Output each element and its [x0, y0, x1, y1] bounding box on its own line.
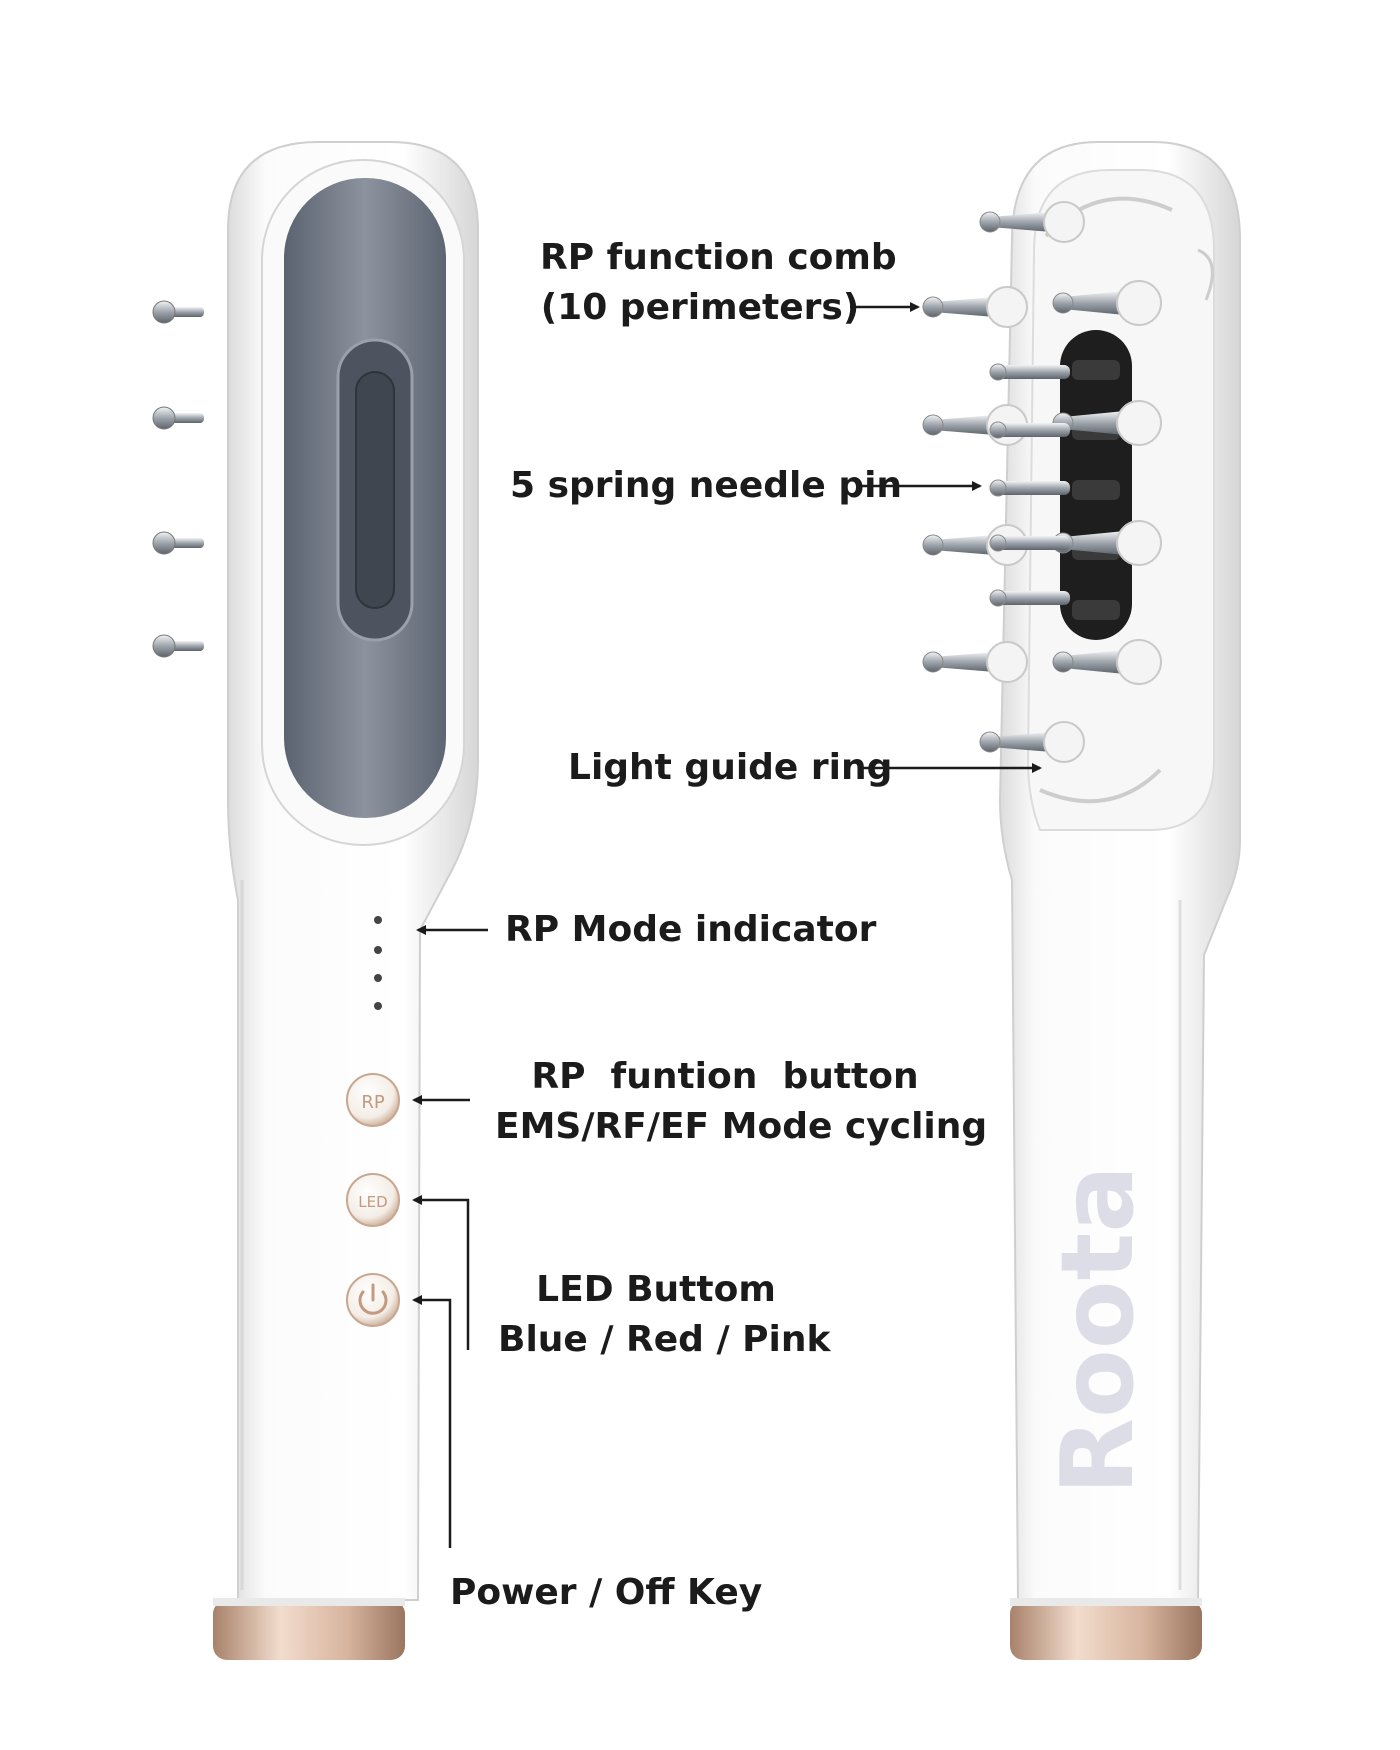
label-rp-comb-line2: (10 perimeters): [540, 287, 860, 328]
callout-arrows: [412, 302, 1042, 1548]
label-led-button-line1: LED Buttom: [536, 1269, 776, 1310]
label-led-button-line2: Blue / Red / Pink: [498, 1319, 831, 1360]
label-mode-indicator: RP Mode indicator: [505, 905, 876, 955]
label-mode-indicator-text: RP Mode indicator: [505, 909, 877, 950]
label-led-button: LED Buttom Blue / Red / Pink: [498, 1265, 831, 1365]
rp-button-mark: RP: [361, 1092, 385, 1113]
label-power-key-text: Power / Off Key: [450, 1572, 763, 1613]
label-rp-comb: RP function comb (10 perimeters): [540, 233, 897, 333]
power-button[interactable]: [346, 1273, 400, 1327]
label-spring-pin: 5 spring needle pin: [510, 461, 902, 511]
label-rp-button-line1: RP funtion button: [531, 1056, 919, 1097]
label-rp-button: RP funtion button EMS/RF/EF Mode cycling: [495, 1052, 988, 1152]
arrow-led-button: [412, 1195, 470, 1350]
back-base: [1010, 1600, 1202, 1660]
rp-button[interactable]: RP: [346, 1073, 400, 1127]
label-spring-pin-text: 5 spring needle pin: [510, 465, 903, 506]
label-rp-comb-line1: RP function comb: [540, 237, 897, 278]
mode-indicator-dots: [374, 916, 382, 1010]
label-rp-button-line2: EMS/RF/EF Mode cycling: [495, 1106, 988, 1147]
spring-needle-pins: [989, 363, 1070, 607]
arrow-power-key: [412, 1295, 452, 1548]
power-icon: [358, 1283, 388, 1315]
side-pins: [152, 300, 204, 658]
back-device: Roota: [922, 141, 1241, 1660]
brand-watermark: Roota: [1039, 1165, 1156, 1495]
front-base: [213, 1600, 405, 1660]
label-light-ring: Light guide ring: [568, 743, 892, 793]
label-light-ring-text: Light guide ring: [568, 747, 893, 788]
label-power-key: Power / Off Key: [450, 1568, 762, 1618]
light-guide-ring-bottom: [1039, 768, 1162, 804]
led-button[interactable]: LED: [346, 1173, 400, 1227]
front-device: RP LED: [152, 141, 479, 1660]
led-button-mark: LED: [358, 1193, 387, 1211]
